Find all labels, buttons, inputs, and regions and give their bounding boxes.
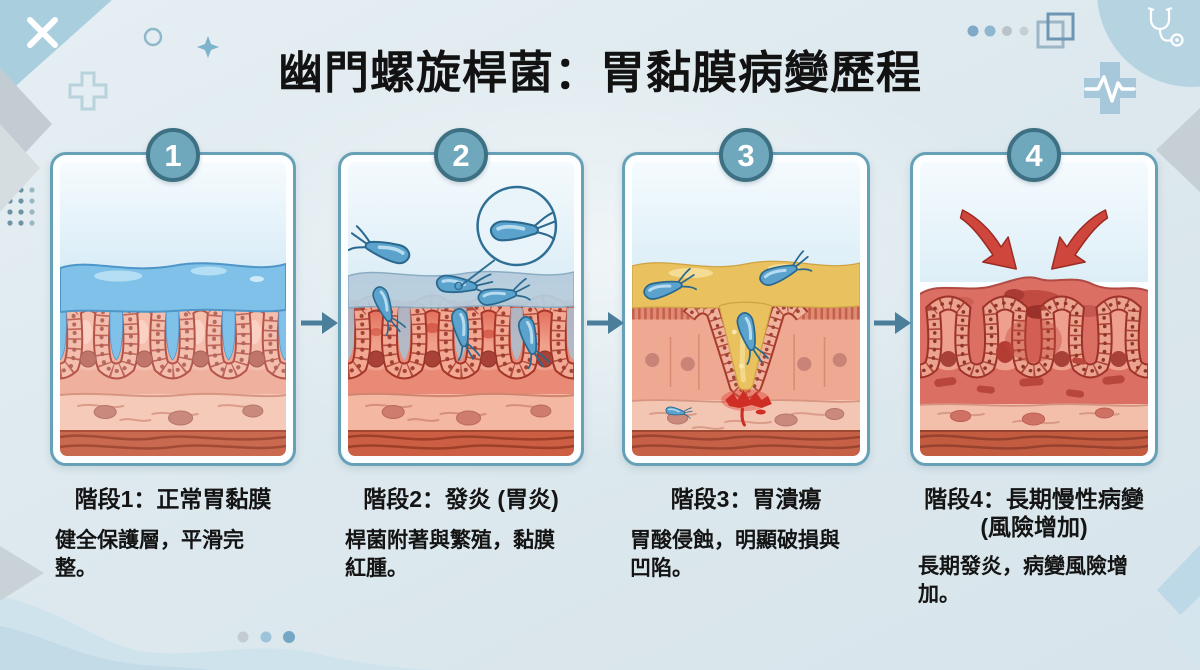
wave-shape [0,626,210,670]
illustration-gastric-ulcer [632,162,860,456]
stage-caption-title: 階段4：長期慢性病變 [924,486,1144,512]
arrow-right-icon [587,312,624,334]
stage-caption-4: 階段4：長期慢性病變 (風險增加) 長期發炎，病變風險增加。 [904,486,1164,610]
illustration-normal-gastric-mucosa [60,162,286,456]
stage-number: 4 [1025,137,1043,173]
dots-grid-icon [7,187,35,226]
stage-panel-1: 1 [50,128,296,466]
pressure-arrow-icon [959,209,1109,270]
stage-caption-description: 長期發炎，病變風險增加。 [918,555,1128,607]
arrow-right-icon [874,312,911,334]
stage-number: 2 [452,137,470,173]
stage-number-badge: 2 [434,128,488,182]
panel-frame: 2 [338,128,584,466]
wave-shape [0,596,430,670]
stage-number-badge: 3 [719,128,773,182]
stage-caption-3: 階段3：胃潰瘍 胃酸侵蝕，明顯破損與凹陷。 [616,486,876,583]
stage-number-badge: 4 [1007,128,1061,182]
diamond-shape [1163,596,1200,668]
stage-number: 1 [164,137,182,173]
blood-erosion [721,389,772,427]
illustration-gastritis-bacteria [348,162,574,456]
panel-frame: 1 [50,128,296,466]
stage-caption-title: 階段1：正常胃黏膜 [74,486,272,512]
stage-caption-2: 階段2：發炎 (胃炎) 桿菌附著與繁殖，黏膜紅腫。 [331,486,591,583]
magnifier-callout [454,185,558,291]
stage-caption-description: 健全保護層，平滑完整。 [55,528,244,580]
stage-caption-description: 胃酸侵蝕，明顯破損與凹陷。 [630,528,840,580]
illustration-chronic-lesion [920,162,1148,456]
stage-number-badge: 1 [146,128,200,182]
diamond-shape [0,124,40,212]
lesion-blobs [934,357,1125,398]
panel-frame: 4 [910,128,1158,466]
stage-caption-1: 階段1：正常胃黏膜 健全保護層，平滑完整。 [43,486,303,583]
stage-panel-2: 2 [338,128,584,466]
arrow-right-icon [301,312,338,334]
stage-panel-4: 4 [910,128,1158,466]
panel-frame: 3 [622,128,870,466]
stage-caption-title-line2: (風險增加) [980,513,1088,540]
stage-caption-title: 階段3：胃潰瘍 [670,486,822,512]
stage-caption-title: 階段2：發炎 (胃炎) [363,486,559,512]
diamond-shape [1156,108,1200,192]
dots-row [967,25,1029,37]
page-title: 幽門螺旋桿菌：胃黏膜病變歷程 [277,47,922,98]
stage-number: 3 [737,137,755,173]
stage-caption-description: 桿菌附著與繁殖，黏膜紅腫。 [345,528,555,580]
dots-row [237,631,295,643]
stage-panel-3: 3 [622,128,870,466]
diamond-shape [0,546,44,601]
